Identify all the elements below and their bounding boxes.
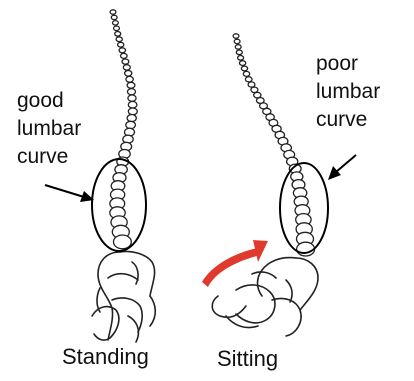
vertebra	[121, 53, 128, 58]
vertebra	[114, 235, 132, 249]
standing-caption: Standing	[62, 344, 149, 370]
sitting-label-line-3: curve	[316, 106, 380, 134]
vertebra	[240, 61, 246, 66]
standing-pelvis-sketch	[92, 251, 155, 342]
vertebra	[243, 71, 249, 76]
vertebra	[118, 42, 124, 47]
sitting-caption: Sitting	[217, 346, 278, 372]
standing-label-line-3: curve	[17, 143, 81, 171]
vertebra	[123, 65, 130, 70]
vertebra	[126, 76, 133, 82]
vertebra	[125, 71, 132, 77]
standing-label-line-2: lumbar	[17, 115, 81, 143]
vertebra	[235, 45, 241, 49]
vertebra	[119, 48, 125, 53]
vertebra	[236, 50, 242, 55]
vertebra	[128, 95, 136, 101]
vertebra	[126, 121, 136, 128]
vertebra	[233, 34, 239, 38]
vertebra	[248, 82, 255, 87]
vertebra	[128, 108, 137, 115]
vertebra	[127, 82, 135, 88]
vertebra	[111, 15, 117, 19]
standing-pointer-arrow	[45, 185, 94, 202]
sitting-label-line-1: poor	[316, 50, 380, 78]
standing-label-line-1: good	[17, 87, 81, 115]
sitting-pointer-arrow	[328, 155, 356, 180]
vertebra	[128, 89, 136, 95]
vertebra	[110, 10, 116, 14]
vertebra	[115, 32, 121, 37]
vertebra	[245, 77, 252, 82]
vertebra	[127, 115, 136, 122]
vertebra	[241, 66, 247, 71]
vertebra	[128, 101, 137, 108]
standing-spine-vertebrae	[110, 10, 138, 249]
vertebra	[297, 242, 315, 256]
sitting-label-line-2: lumbar	[316, 78, 380, 106]
vertebra	[122, 59, 129, 64]
vertebra	[116, 37, 122, 42]
sitting-pelvis-sketch	[212, 258, 318, 336]
standing-label: good lumbar curve	[17, 87, 81, 171]
vertebra	[234, 39, 240, 43]
vertebra	[113, 21, 119, 25]
vertebra	[238, 56, 244, 61]
sitting-label: poor lumbar curve	[316, 50, 380, 134]
vertebra	[114, 26, 120, 31]
sitting-spine-vertebrae	[233, 34, 315, 256]
